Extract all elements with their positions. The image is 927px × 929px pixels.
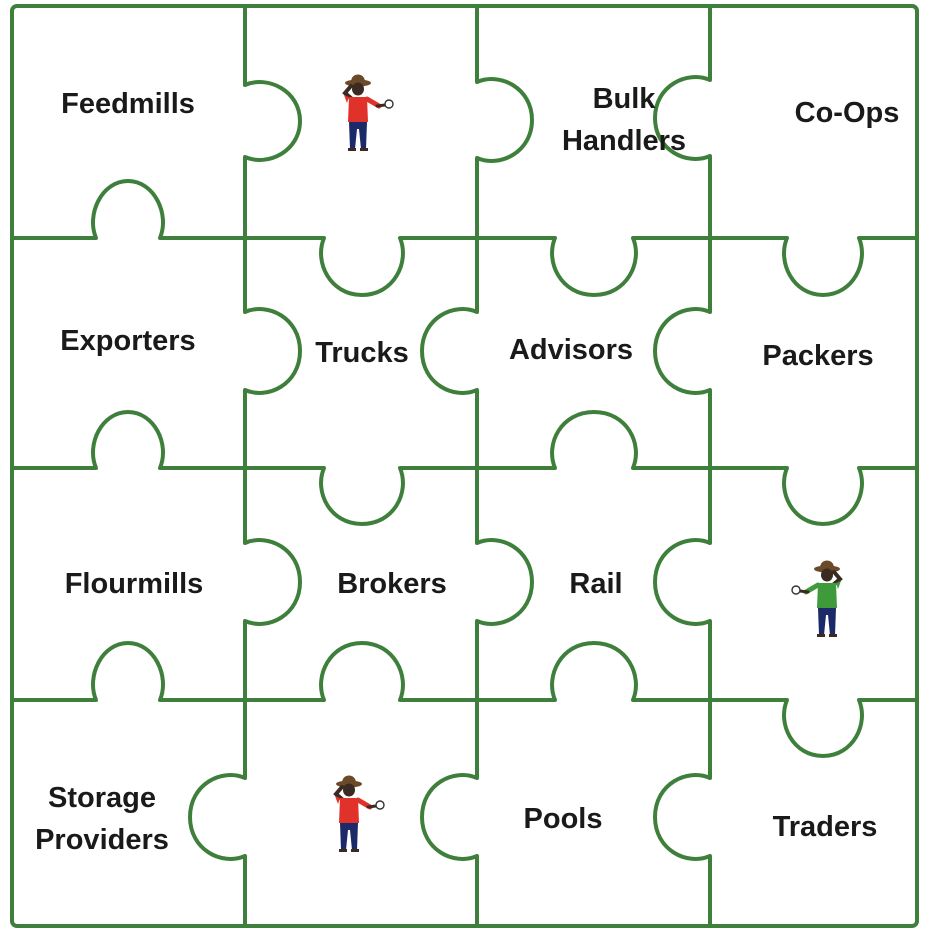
label-packers: Packers (762, 340, 873, 372)
label-storage: Storage (48, 782, 156, 814)
label-traders: Traders (773, 811, 878, 843)
label-exporters: Exporters (60, 325, 195, 357)
puzzle-grid-lines (10, 4, 919, 928)
label-handlers: Handlers (562, 125, 686, 157)
label-advisors: Advisors (509, 334, 633, 366)
label-co-ops: Co-Ops (795, 97, 900, 129)
label-providers: Providers (35, 824, 169, 856)
label-pools: Pools (524, 803, 603, 835)
label-brokers: Brokers (337, 568, 447, 600)
label-rail: Rail (569, 568, 622, 600)
label-feedmills: Feedmills (61, 88, 195, 120)
piece-labels: Feedmills Bulk Handlers Co-Ops Exporters… (35, 83, 899, 856)
seam-v1 (188, 4, 302, 928)
label-bulk: Bulk (593, 83, 657, 115)
label-flourmills: Flourmills (65, 568, 204, 600)
seam-v3 (653, 4, 712, 928)
label-trucks: Trucks (315, 337, 409, 369)
seam-v2 (420, 4, 534, 928)
